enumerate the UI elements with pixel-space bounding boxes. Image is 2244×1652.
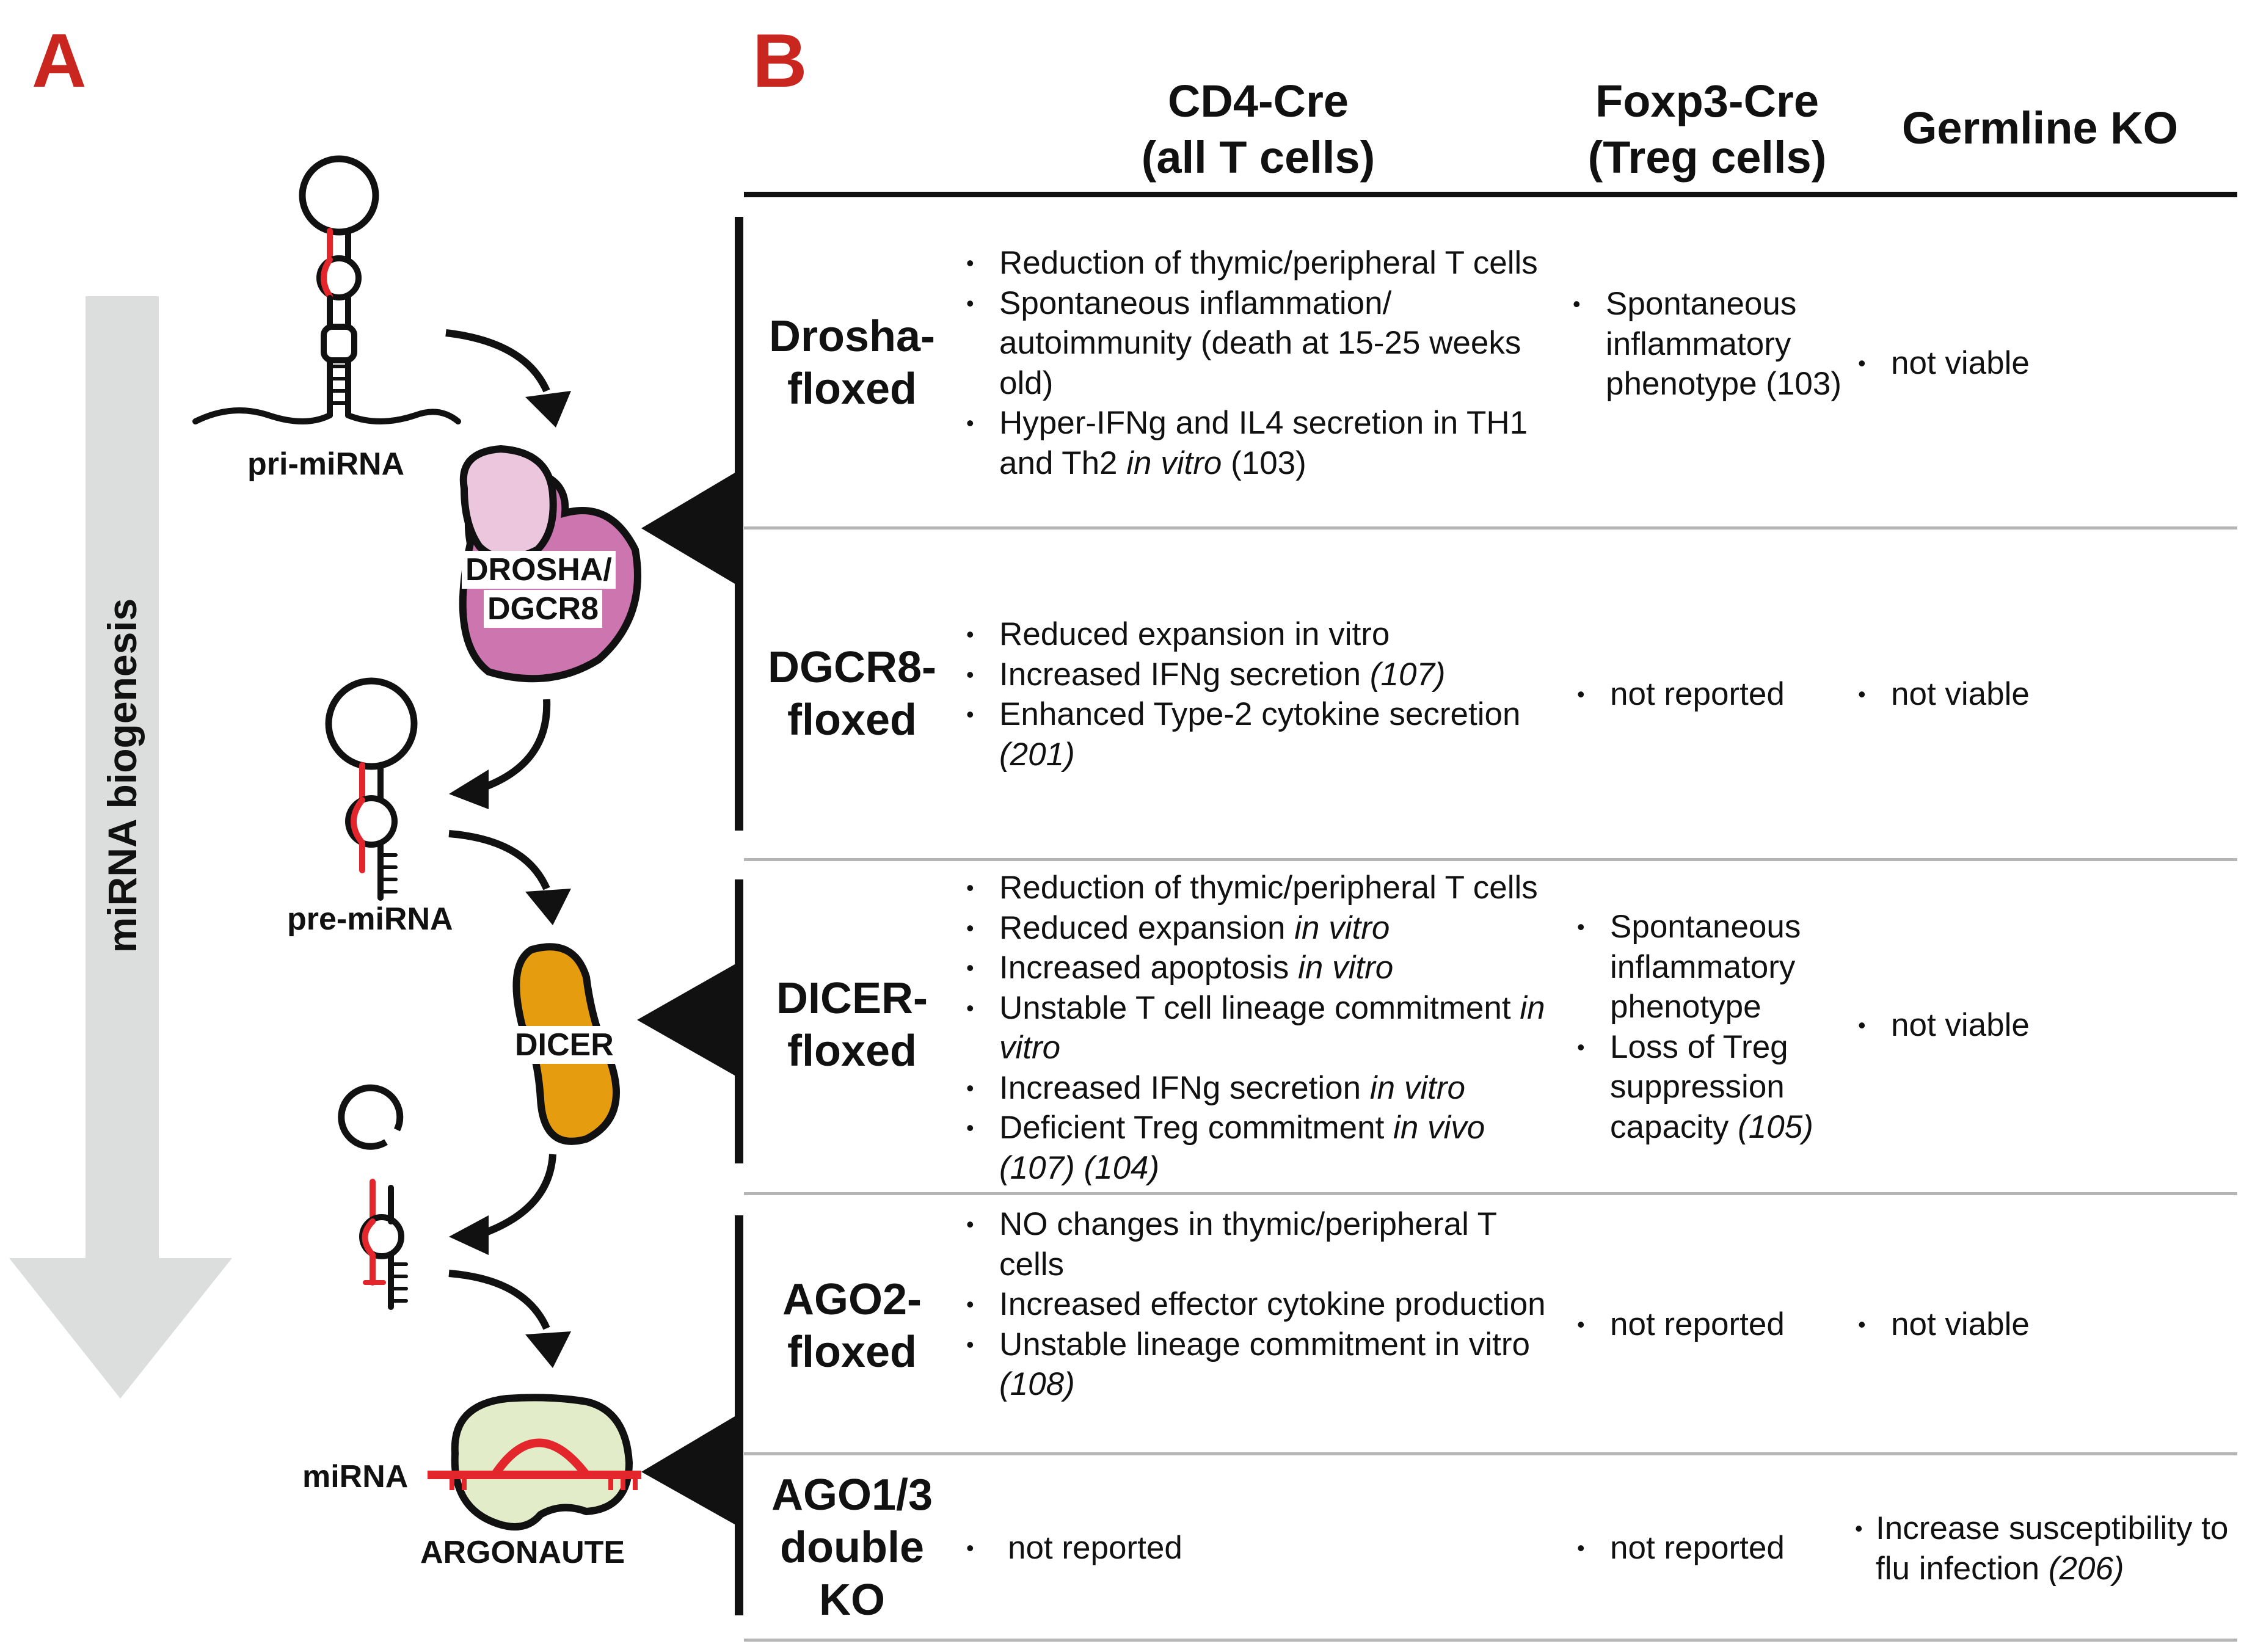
pointer-dicer	[637, 962, 739, 1078]
pointer-drosha	[641, 470, 739, 586]
cell-dgcr8-germline: not viable	[1857, 674, 2223, 715]
cell-drosha-cd4: Reduction of thymic/peripheral T cells S…	[965, 243, 1564, 483]
column-header-foxp3-cre: Foxp3-Cre (Treg cells)	[1564, 73, 1851, 186]
arrow-dicer-to-duplex	[449, 1154, 556, 1255]
pointer-argonaute	[641, 1414, 739, 1527]
row-label-line: floxed	[787, 365, 917, 413]
cell-dicer-foxp3: Spontaneous inflammatory phenotype Loss …	[1576, 907, 1851, 1147]
biogenesis-arrow	[9, 296, 232, 1399]
row-separator-4	[744, 1452, 2237, 1455]
pri-mirna-hairpin	[192, 155, 461, 424]
list-item: Spontaneous inflammation/ autoimmunity (…	[965, 283, 1564, 404]
label-drosha-dgcr8-line2: DGCR8	[484, 590, 603, 628]
row-separator-2	[744, 858, 2237, 861]
row-label-line: AGO2-	[782, 1275, 922, 1324]
list-item: not reported	[1576, 1528, 1851, 1568]
panel-b-letter: B	[752, 19, 807, 103]
cell-ago2-foxp3: not reported	[1576, 1304, 1851, 1345]
list-item: not reported	[1576, 1304, 1851, 1345]
list-item: Loss of Treg suppression capacity (105)	[1576, 1027, 1851, 1148]
row-separator-1	[744, 526, 2237, 529]
bracket-argonaute	[735, 1215, 743, 1615]
mirna-duplex	[359, 1179, 408, 1310]
list-item: not viable	[1857, 674, 2223, 715]
row-label-ago13-double-ko: AGO1/3 double KO	[751, 1469, 953, 1626]
cell-drosha-germline: not viable	[1857, 343, 2223, 384]
panel-a-letter: A	[32, 19, 87, 103]
label-dicer: DICER	[511, 1026, 617, 1064]
label-mirna: miRNA	[302, 1459, 409, 1494]
cell-dicer-germline: not viable	[1857, 1005, 2223, 1046]
column-header-foxp3-line1: Foxp3-Cre	[1595, 76, 1819, 126]
list-item: Reduction of thymic/peripheral T cells	[965, 868, 1564, 908]
cell-ago13-foxp3: not reported	[1576, 1528, 1851, 1568]
row-label-line: DICER-	[776, 974, 928, 1023]
row-label-line: floxed	[787, 696, 917, 744]
list-item: not viable	[1857, 1304, 2223, 1345]
list-item: Spontaneous inflammatory phenotype	[1576, 907, 1851, 1027]
list-item: Reduced expansion in vitro	[965, 908, 1564, 948]
pointer-triangles	[637, 470, 739, 1527]
row-label-dgcr8-floxed: DGCR8- floxed	[751, 641, 953, 746]
list-item: Unstable T cell lineage commitment in vi…	[965, 988, 1564, 1068]
cell-drosha-foxp3: Spontaneous inflammatory phenotype (103)	[1572, 284, 1846, 404]
list-item: Unstable lineage commitment in vitro (10…	[965, 1325, 1564, 1405]
row-label-ago2-floxed: AGO2- floxed	[751, 1273, 953, 1378]
label-pri-mirna: pri-miRNA	[247, 446, 405, 482]
row-label-line: AGO1/3	[771, 1471, 933, 1519]
list-item: Spontaneous inflammatory phenotype (103)	[1572, 284, 1846, 404]
arrow-drosha-to-pre	[449, 699, 551, 809]
row-label-line: Drosha-	[768, 312, 936, 361]
row-label-line: double	[780, 1523, 924, 1572]
row-separator-3	[744, 1192, 2237, 1195]
column-header-germline-ko: Germline KO	[1901, 103, 2179, 153]
bracket-dicer	[735, 879, 743, 1163]
row-label-line: floxed	[787, 1027, 917, 1075]
cell-ago2-cd4: NO changes in thymic/peripheral T cells …	[965, 1204, 1564, 1405]
column-header-foxp3-line2: (Treg cells)	[1587, 132, 1827, 183]
pre-mirna-hairpin	[325, 677, 418, 901]
label-argonaute: ARGONAUTE	[420, 1535, 625, 1570]
list-item: not viable	[1857, 1005, 2223, 1046]
label-pre-mirna: pre-miRNA	[287, 901, 453, 937]
row-label-line: KO	[819, 1576, 885, 1625]
list-item: Reduction of thymic/peripheral T cells	[965, 243, 1564, 283]
label-drosha-dgcr8-line1: DROSHA/	[462, 551, 616, 589]
arrow-pre-to-dicer	[448, 830, 571, 925]
cell-dgcr8-cd4: Reduced expansion in vitro Increased IFN…	[965, 614, 1564, 774]
column-header-cd4-line2: (all T cells)	[1141, 132, 1375, 183]
row-separator-5	[744, 1639, 2237, 1642]
list-item: Increased apoptosis in vitro	[965, 948, 1564, 988]
arrow-pri-to-drosha	[445, 329, 571, 428]
list-item: Enhanced Type-2 cytokine secretion (201)	[965, 694, 1564, 774]
argonaute-complex	[428, 1394, 641, 1530]
cell-ago2-germline: not viable	[1857, 1304, 2223, 1345]
column-header-cd4-cre: CD4-Cre (all T cells)	[953, 73, 1564, 186]
arrow-duplex-to-argonaute	[448, 1270, 571, 1368]
list-item: Increased IFNg secretion in vitro	[965, 1068, 1564, 1108]
list-item: Reduced expansion in vitro	[965, 614, 1564, 655]
row-label-line: DGCR8-	[767, 643, 936, 692]
row-label-line: floxed	[787, 1328, 917, 1377]
bracket-drosha-dgcr8	[735, 217, 743, 831]
list-item: not reported	[1576, 674, 1851, 715]
header-rule	[744, 192, 2237, 197]
row-label-drosha-floxed: Drosha- floxed	[751, 310, 953, 415]
released-loop	[338, 1084, 404, 1150]
cell-ago13-germline: Increase susceptibility to flu infection…	[1854, 1508, 2232, 1588]
list-item: Increased IFNg secretion (107)	[965, 655, 1564, 695]
cell-dgcr8-foxp3: not reported	[1576, 674, 1851, 715]
list-item: Deficient Treg commitment in vivo (107) …	[965, 1108, 1564, 1188]
row-label-dicer-floxed: DICER- floxed	[751, 972, 953, 1077]
list-item: Hyper-IFNg and IL4 secretion in TH1 and …	[965, 403, 1564, 483]
axis-label-mirna-biogenesis: miRNA biogenesis	[100, 598, 145, 953]
list-item: NO changes in thymic/peripheral T cells	[965, 1204, 1564, 1284]
cell-dicer-cd4: Reduction of thymic/peripheral T cells R…	[965, 868, 1564, 1188]
list-item: not reported	[965, 1528, 1564, 1568]
list-item: not viable	[1857, 343, 2223, 384]
column-header-cd4-line1: CD4-Cre	[1167, 76, 1349, 126]
cell-ago13-cd4: not reported	[965, 1528, 1564, 1568]
list-item: Increased effector cytokine production	[965, 1284, 1564, 1325]
list-item: Increase susceptibility to flu infection…	[1854, 1508, 2232, 1588]
